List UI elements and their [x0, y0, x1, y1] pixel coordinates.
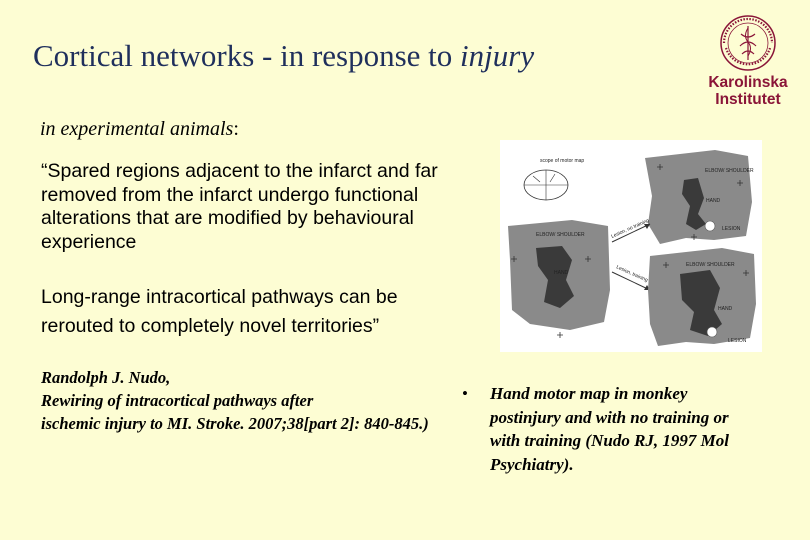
karolinska-logo-text: Karolinska Institutet	[706, 74, 790, 108]
motor-map-figure: scope of motor map ELBOW/ SHOULDER HAND …	[500, 140, 762, 352]
figure-caption-text: Hand motor map in monkey postinjury and …	[490, 384, 730, 474]
arrow-no-training	[611, 223, 651, 243]
fig-elbow-label-bottom: ELBOW/ SHOULDER	[686, 262, 735, 268]
karolinska-seal-icon	[720, 15, 776, 71]
slide-title-main: Cortical networks - in response to	[33, 38, 461, 73]
fig-arrow-bottom-label: Lesion, training	[615, 264, 649, 283]
slide-title: Cortical networks - in response to injur…	[33, 38, 534, 74]
fig-hand-label-top: HAND	[706, 198, 721, 204]
fig-lesion-label-bottom: LESION	[728, 338, 747, 344]
citation: Randolph J. Nudo, Rewiring of intracorti…	[41, 366, 441, 435]
fig-hand-label-left: HAND	[554, 270, 569, 276]
fig-elbow-label-top: ELBOW/ SHOULDER	[705, 168, 754, 174]
citation-line-1: Randolph J. Nudo,	[41, 368, 171, 387]
fig-hand-label-bottom: HAND	[718, 306, 733, 312]
quote-paragraph-2: Long-range intracortical pathways can be…	[41, 286, 398, 337]
fig-elbow-label-left: ELBOW/ SHOULDER	[536, 232, 585, 238]
arrow-training	[611, 271, 651, 291]
quote-paragraph-1: “Spared regions adjacent to the infarct …	[41, 160, 438, 253]
citation-line-3: ischemic injury to MI. Stroke. 2007;38[p…	[41, 414, 429, 433]
scope-ellipse-icon	[523, 169, 569, 201]
lesion-marker-top	[704, 220, 716, 232]
fig-arrow-top-label: Lesion, no training	[610, 218, 650, 240]
motor-map-diagram: scope of motor map ELBOW/ SHOULDER HAND …	[508, 150, 756, 346]
fig-lesion-label-top: LESION	[722, 226, 741, 232]
subheading: in experimental animals:	[40, 118, 239, 141]
figure-caption: • Hand motor map in monkey postinjury an…	[462, 382, 762, 476]
hand-area-no-training	[682, 178, 706, 230]
subheading-colon: :	[233, 118, 239, 140]
slide-title-emphasis: injury	[460, 38, 535, 73]
arrow-no-training-head	[644, 224, 650, 229]
bullet-icon: •	[462, 384, 468, 403]
hand-area-pre-injury	[536, 246, 574, 308]
lesion-marker-bottom	[706, 326, 718, 338]
logo-line-2: Institutet	[715, 91, 781, 108]
subheading-emphasis: in experimental animals	[40, 118, 234, 140]
fig-scope-label: scope of motor map	[540, 158, 584, 164]
hand-area-training	[680, 270, 722, 336]
karolinska-logo: Karolinska Institutet	[706, 14, 790, 126]
logo-line-1: Karolinska	[708, 74, 788, 91]
crosshair-markers-icon	[511, 164, 749, 338]
citation-line-2: Rewiring of intracortical pathways after	[41, 391, 314, 410]
